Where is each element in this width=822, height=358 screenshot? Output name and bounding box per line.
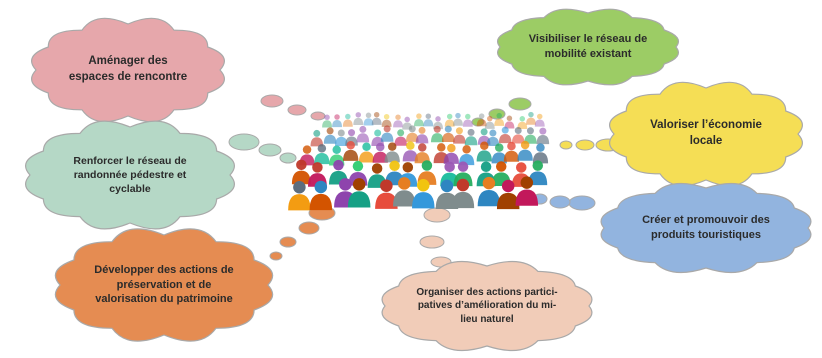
person-icon	[484, 115, 495, 129]
thought-bubble-renforcer	[228, 133, 260, 151]
person-icon	[314, 144, 330, 165]
person-icon	[329, 145, 345, 166]
person-icon	[536, 127, 550, 145]
thought-bubble-developper	[298, 221, 320, 235]
thought-bubble-creer	[568, 195, 596, 211]
person-icon	[381, 113, 392, 127]
crowd-of-people-icon	[288, 111, 550, 211]
person-icon	[309, 180, 333, 211]
person-icon	[323, 127, 337, 144]
person-icon	[380, 125, 394, 142]
person-icon	[453, 127, 466, 144]
thought-bubble-renforcer	[258, 143, 282, 157]
person-icon	[412, 178, 435, 209]
person-icon	[371, 111, 382, 125]
person-icon	[486, 129, 500, 147]
person-icon	[393, 177, 416, 207]
person-icon	[496, 179, 520, 210]
thought-bubble-amenager	[287, 104, 307, 116]
person-icon	[494, 112, 505, 126]
person-icon	[491, 143, 507, 164]
person-icon	[353, 112, 364, 126]
person-icon	[534, 113, 545, 127]
thought-bubble-organiser	[419, 235, 445, 249]
person-icon	[511, 127, 525, 144]
thought-bubble-renforcer	[279, 152, 297, 164]
person-icon	[356, 125, 370, 143]
person-icon	[347, 178, 371, 208]
person-icon	[394, 129, 407, 146]
person-icon	[451, 178, 475, 209]
person-icon	[393, 114, 403, 128]
cloud-creer	[600, 182, 812, 274]
person-icon	[372, 142, 388, 163]
person-icon	[334, 129, 348, 146]
person-icon	[504, 115, 515, 129]
cloud-renforcer	[25, 120, 235, 230]
person-icon	[291, 159, 311, 185]
person-icon	[462, 113, 473, 127]
person-icon	[503, 141, 520, 162]
cloud-valoriser	[609, 81, 803, 187]
person-icon	[430, 125, 444, 143]
thought-bubble-valoriser	[559, 140, 573, 150]
person-icon	[343, 140, 359, 161]
thought-bubble-developper	[269, 251, 283, 261]
person-icon	[498, 126, 512, 144]
person-icon	[322, 114, 333, 128]
person-icon	[332, 114, 342, 128]
person-icon	[453, 112, 463, 126]
person-icon	[384, 142, 400, 163]
cloud-amenager	[31, 17, 225, 123]
person-icon	[423, 113, 434, 127]
cloud-organiser	[381, 260, 593, 352]
thought-bubble-creer	[549, 195, 571, 209]
person-icon	[517, 116, 528, 129]
person-icon	[441, 125, 455, 143]
person-icon	[477, 176, 501, 207]
thought-bubble-amenager	[310, 111, 326, 121]
thought-bubble-visibiliser	[488, 108, 506, 120]
person-icon	[476, 141, 492, 162]
person-icon	[515, 176, 539, 206]
thought-bubble-developper	[279, 236, 297, 248]
person-icon	[358, 142, 375, 163]
cloud-visibiliser	[497, 8, 679, 86]
person-icon	[375, 179, 398, 209]
person-icon	[517, 140, 533, 161]
person-icon	[443, 143, 459, 164]
person-icon	[342, 113, 353, 127]
thought-bubble-visibiliser	[471, 117, 485, 127]
person-icon	[415, 126, 429, 144]
thought-bubble-organiser	[423, 207, 451, 223]
thought-bubble-trails	[228, 94, 621, 268]
person-icon	[413, 113, 424, 127]
person-icon	[444, 113, 455, 127]
person-icon	[405, 125, 419, 142]
person-icon	[476, 113, 487, 127]
cloud-developper	[54, 228, 274, 342]
person-icon	[464, 128, 478, 146]
person-icon	[402, 141, 418, 162]
thought-bubble-valoriser	[575, 139, 595, 151]
person-icon	[288, 180, 311, 211]
thought-bubble-amenager	[260, 94, 284, 108]
person-icon	[532, 143, 549, 164]
person-icon	[310, 129, 324, 147]
person-icon	[307, 162, 327, 187]
thought-clouds	[25, 8, 812, 352]
person-icon	[414, 143, 430, 164]
person-icon	[363, 112, 374, 126]
thought-bubble-visibiliser	[508, 97, 532, 111]
person-icon	[528, 160, 548, 186]
person-icon	[525, 111, 536, 125]
